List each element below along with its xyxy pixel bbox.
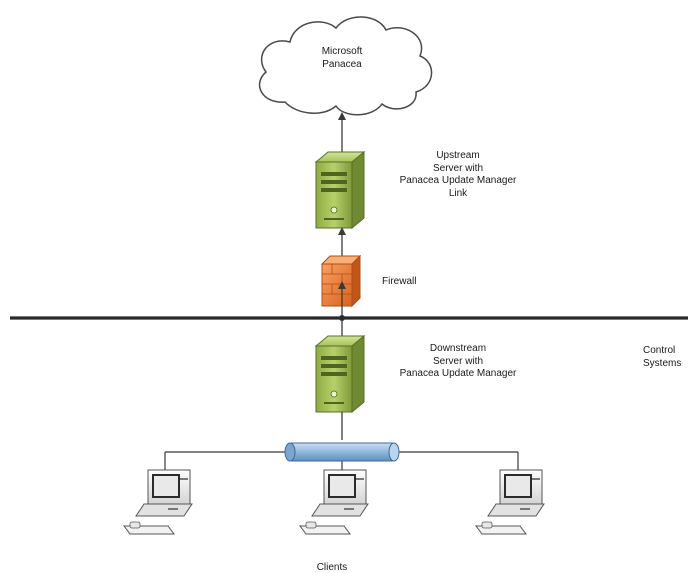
hub-icon	[284, 442, 400, 462]
cloud-label-line-2: Panacea	[322, 58, 362, 70]
control-label-line-2: Systems	[643, 357, 682, 369]
server-icon	[314, 334, 366, 414]
computer-icon	[123, 469, 193, 535]
upstream-label-line-1: Upstream	[436, 150, 480, 161]
upstream-label-line-4: Link	[448, 187, 468, 199]
cloud-icon	[259, 16, 433, 116]
downstream-label: Downstream Server with Panacea Update Ma…	[380, 343, 536, 381]
computer-icon	[475, 469, 545, 535]
divider-junction	[339, 315, 345, 321]
cloud-label-line-1: Microsoft	[321, 46, 363, 57]
firewall-icon	[320, 254, 362, 308]
server-icon	[314, 150, 366, 230]
firewall-label: Firewall	[382, 276, 416, 289]
downstream-label-line-2: Server with	[432, 355, 483, 367]
cloud-label: Microsoft Panacea	[300, 46, 384, 71]
control-label-line-1: Control	[643, 345, 676, 356]
downstream-label-line-1: Downstream	[429, 343, 487, 354]
computer-icon	[299, 469, 369, 535]
clients-label: Clients	[302, 562, 362, 573]
firewall-label-text: Firewall	[382, 276, 417, 287]
upstream-label: Upstream Server with Panacea Update Mana…	[380, 150, 536, 200]
control-systems-label: Control Systems	[643, 345, 692, 370]
clients-label-text: Clients	[316, 562, 348, 573]
upstream-label-line-3: Panacea Update Manager	[399, 175, 517, 186]
upstream-label-line-2: Server with	[432, 162, 483, 174]
downstream-label-line-3: Panacea Update Manager	[399, 368, 517, 379]
